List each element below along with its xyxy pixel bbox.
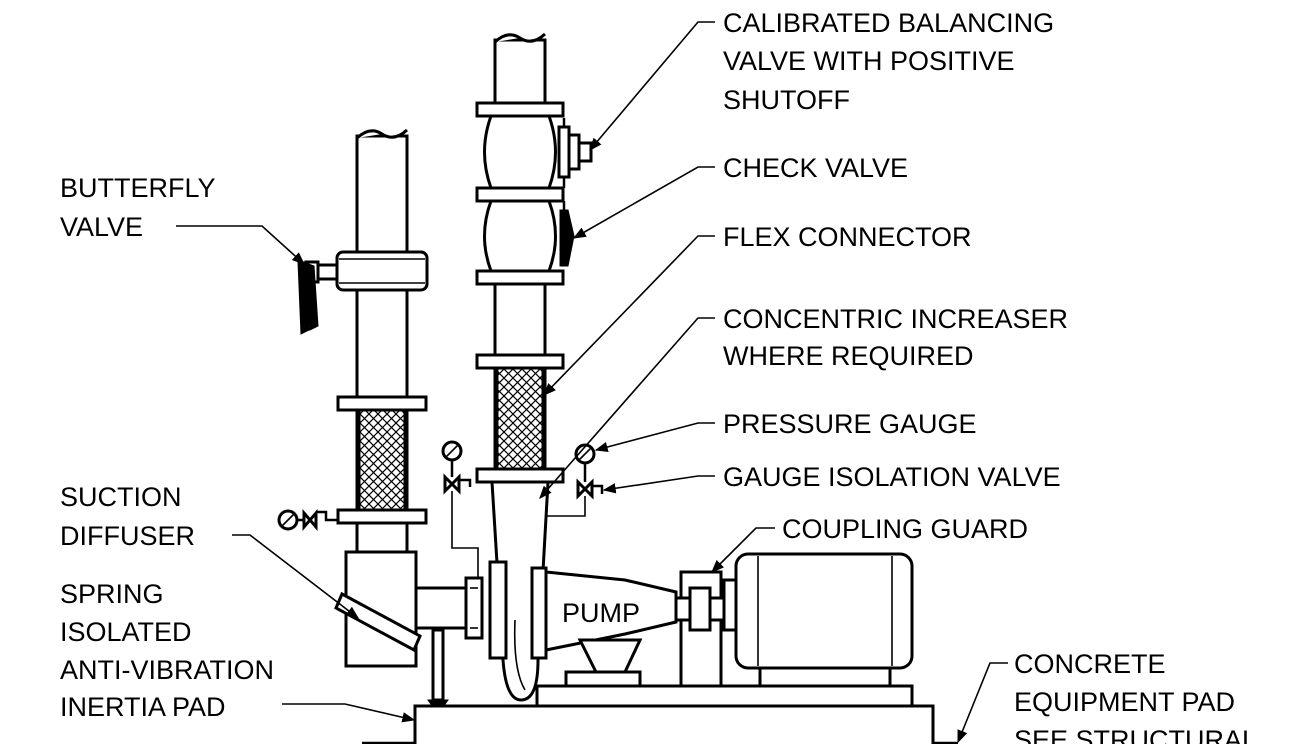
suction-diffuser <box>334 550 484 708</box>
discharge-pipe <box>475 32 565 484</box>
label-concentric-increaser: CONCENTRIC INCREASER WHERE REQUIRED <box>723 304 1068 371</box>
motor <box>722 552 914 688</box>
suction-gauge-valve <box>277 508 338 532</box>
label-balancing-valve: CALIBRATED BALANCING VALVE WITH POSITIVE… <box>723 8 1054 115</box>
svg-text:CONCENTRIC INCREASER: CONCENTRIC INCREASER <box>723 304 1068 334</box>
label-suction-diffuser: SUCTION DIFFUSER <box>60 482 195 551</box>
svg-text:CALIBRATED BALANCING: CALIBRATED BALANCING <box>723 8 1054 38</box>
pump-base <box>535 684 914 708</box>
svg-text:SPRING: SPRING <box>60 579 164 609</box>
label-coupling-guard: COUPLING GUARD <box>782 514 1028 544</box>
check-valve-body <box>483 199 557 273</box>
butterfly-valve-body <box>335 250 429 292</box>
svg-text:PRESSURE GAUGE: PRESSURE GAUGE <box>723 409 977 439</box>
label-concrete-pad: CONCRETE EQUIPMENT PAD SEE STRUCTURAL <box>1014 649 1257 744</box>
label-butterfly-valve: BUTTERFLY VALVE <box>60 173 216 242</box>
leader-lines <box>176 21 1008 744</box>
svg-text:SHUTOFF: SHUTOFF <box>723 85 850 115</box>
suction-flex-connector <box>357 408 407 512</box>
svg-text:WHERE REQUIRED: WHERE REQUIRED <box>723 341 974 371</box>
label-flex-connector: FLEX CONNECTOR <box>723 222 972 252</box>
balancing-valve-bonnet <box>557 118 593 188</box>
label-pressure-gauge: PRESSURE GAUGE <box>723 409 977 439</box>
balancing-valve-body <box>483 114 557 190</box>
inertia-pad-block <box>413 704 935 744</box>
svg-text:EQUIPMENT PAD: EQUIPMENT PAD <box>1014 687 1235 717</box>
pump-casing: PUMP <box>544 570 678 688</box>
discharge-pressure-gauge <box>545 443 604 517</box>
svg-text:SUCTION: SUCTION <box>60 482 182 512</box>
svg-text:FLEX CONNECTOR: FLEX CONNECTOR <box>723 222 972 252</box>
svg-text:VALVE: VALVE <box>60 212 143 242</box>
suction-pressure-gauge <box>441 440 479 578</box>
butterfly-valve-handle <box>297 260 339 335</box>
pump-volute <box>488 560 548 660</box>
label-gauge-isolation-valve: GAUGE ISOLATION VALVE <box>723 462 1061 492</box>
coupling-guard <box>674 570 740 688</box>
svg-text:GAUGE ISOLATION VALVE: GAUGE ISOLATION VALVE <box>723 462 1061 492</box>
svg-text:DIFFUSER: DIFFUSER <box>60 521 195 551</box>
label-inertia-pad: SPRING ISOLATED ANTI-VIBRATION INERTIA P… <box>60 579 274 722</box>
svg-text:COUPLING GUARD: COUPLING GUARD <box>782 514 1028 544</box>
label-check-valve: CHECK VALVE <box>723 153 908 183</box>
svg-text:VALVE WITH POSITIVE: VALVE WITH POSITIVE <box>723 46 1015 76</box>
svg-text:CONCRETE: CONCRETE <box>1014 649 1166 679</box>
svg-text:ISOLATED: ISOLATED <box>60 617 192 647</box>
svg-text:CHECK VALVE: CHECK VALVE <box>723 153 908 183</box>
suction-pipe <box>335 128 429 554</box>
svg-text:BUTTERFLY: BUTTERFLY <box>60 173 216 203</box>
svg-text:SEE STRUCTURAL: SEE STRUCTURAL <box>1014 725 1257 744</box>
svg-text:INERTIA PAD: INERTIA PAD <box>60 692 226 722</box>
discharge-flex-connector <box>495 366 545 471</box>
pump-label: PUMP <box>562 598 640 628</box>
check-valve-cap <box>559 201 575 267</box>
svg-text:ANTI-VIBRATION: ANTI-VIBRATION <box>60 655 274 685</box>
